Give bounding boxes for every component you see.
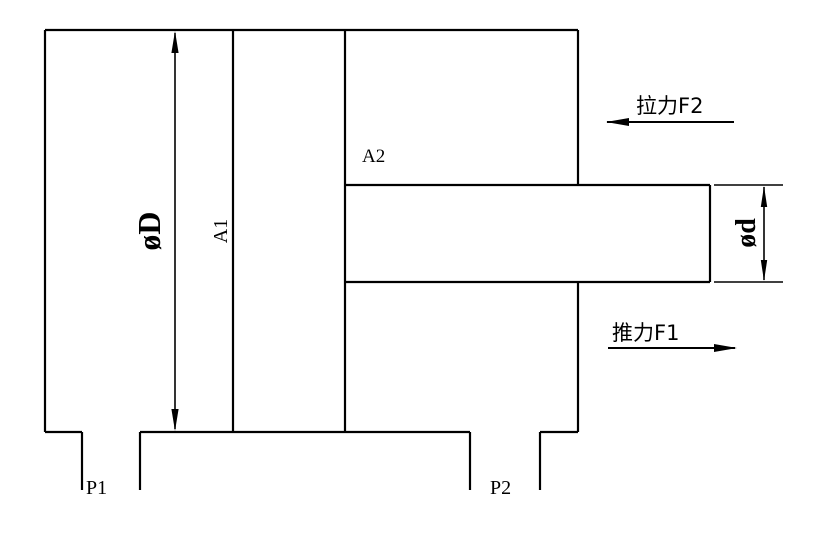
label-rod-diameter: ød: [731, 218, 762, 248]
label-piston-area: A1: [210, 219, 232, 243]
label-rod-side-area: A2: [362, 146, 385, 167]
dimension-cylinder-diameter: [171, 31, 179, 431]
dimension-rod-diameter: [714, 184, 783, 283]
arrowhead-left-icon: [606, 118, 629, 126]
pull-force-arrow: [606, 118, 734, 126]
cylinder-body-outline: [43, 28, 580, 490]
arrowhead-up-icon: [171, 31, 179, 53]
label-push-force: 推力F1: [612, 321, 679, 345]
label-port-left: P1: [86, 477, 107, 499]
label-cylinder-diameter: øD: [131, 211, 167, 250]
arrowhead-up-icon: [760, 186, 768, 207]
arrowhead-down-icon: [760, 260, 768, 281]
arrowhead-right-icon: [714, 344, 737, 352]
push-force-arrow: [608, 344, 737, 352]
arrowhead-down-icon: [171, 409, 179, 431]
label-pull-force: 拉力F2: [636, 94, 703, 118]
piston-rod: [345, 183, 712, 284]
piston: [231, 30, 347, 432]
label-port-right: P2: [490, 477, 511, 499]
